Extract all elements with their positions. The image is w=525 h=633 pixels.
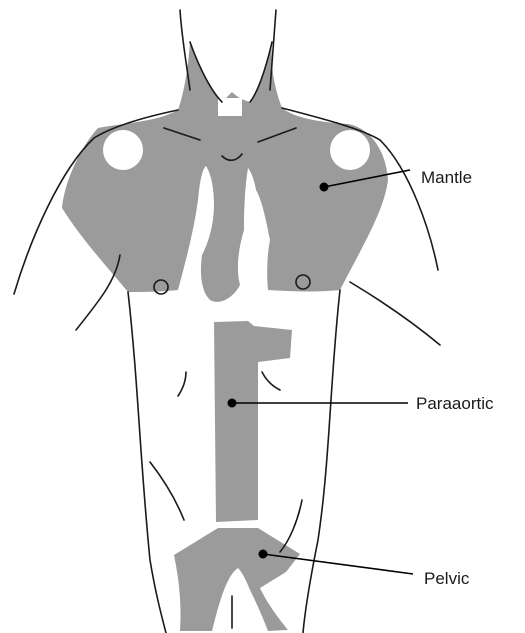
paraaortic-field	[214, 321, 292, 522]
mantle-marker-dot	[320, 183, 329, 192]
pelvic-field	[174, 528, 300, 631]
pelvic-label: Pelvic	[424, 569, 470, 588]
paraaortic-label: Paraaortic	[416, 394, 494, 413]
paraaortic-callout: Paraaortic	[228, 394, 494, 413]
paraaortic-marker-dot	[228, 399, 237, 408]
mantle-field	[62, 42, 388, 302]
mantle-label: Mantle	[421, 168, 472, 187]
pelvic-marker-dot	[259, 550, 268, 559]
